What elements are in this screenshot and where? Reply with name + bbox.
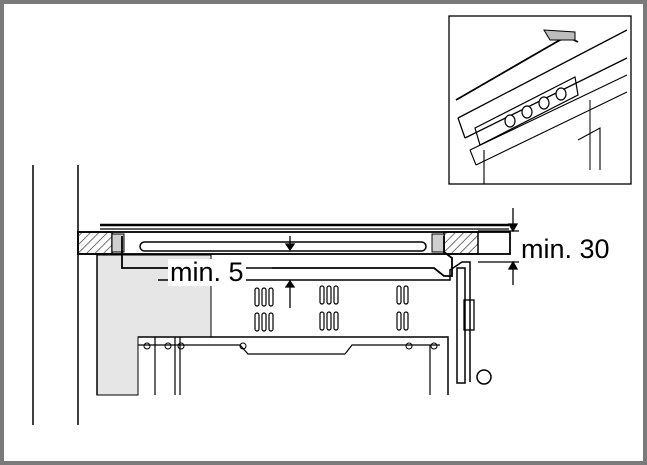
inset-detail (448, 15, 632, 185)
cooktop (100, 223, 509, 277)
vent-slots (254, 285, 409, 332)
min30-label: min. 30 (519, 234, 612, 264)
oven-housing (138, 261, 492, 395)
side-wall (32, 165, 79, 425)
dimension-min30 (478, 208, 519, 285)
min5-label: min. 5 (168, 257, 246, 287)
